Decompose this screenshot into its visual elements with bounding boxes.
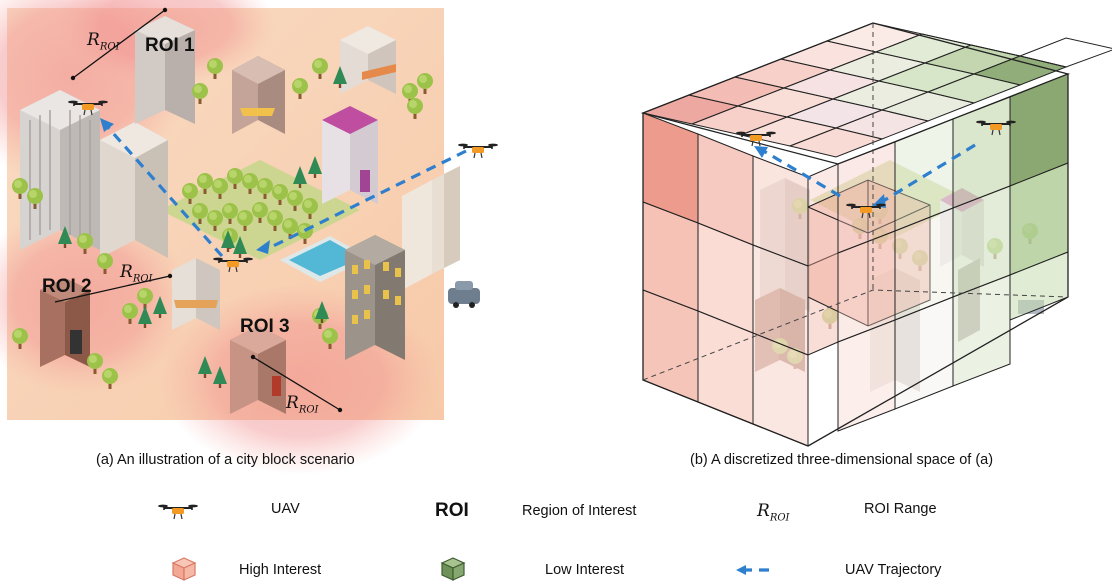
caption-b: (b) A discretized three-dimensional spac… <box>690 452 994 468</box>
legend-rroi-label: ROI Range <box>864 501 937 517</box>
legend-rroi-symbol: RROI <box>757 501 790 524</box>
roi3-range-line <box>252 356 341 411</box>
voxel-left-face <box>642 112 839 447</box>
tall-building-center <box>100 122 168 258</box>
house-top-mid <box>232 56 285 134</box>
roi1-range-line <box>72 9 166 79</box>
roi1-range-label: RROI <box>87 30 120 53</box>
legend-high-interest-label: High Interest <box>239 562 322 578</box>
roi2-range-label: RROI <box>120 262 153 285</box>
tall-building-left <box>20 90 100 250</box>
legend-high-interest-cube-icon <box>171 557 197 581</box>
legend-uav-label: UAV <box>271 501 300 517</box>
voxel-right-face <box>837 73 1069 432</box>
caption-a: (a) An illustration of a city block scen… <box>96 452 355 468</box>
roi2-range-line <box>54 275 171 303</box>
tower-roi1 <box>135 16 195 124</box>
panel-a-illustration <box>0 0 499 475</box>
legend-trajectory-label: UAV Trajectory <box>845 562 942 578</box>
panel-b-voxel-space <box>640 22 1112 447</box>
car <box>448 281 480 308</box>
roi3-label: ROI 3 <box>240 316 290 337</box>
yellow-window-building <box>345 235 405 360</box>
legend-uav-icon <box>157 503 199 520</box>
brick-house-roi2 <box>40 278 90 367</box>
legend-low-interest-label: Low Interest <box>545 562 624 578</box>
brick-house-roi3 <box>230 326 286 414</box>
legend-roi-symbol: ROI <box>435 500 469 521</box>
roi2-label: ROI 2 <box>42 276 92 297</box>
roi1-label: ROI 1 <box>145 35 195 56</box>
roi3-range-label: RROI <box>286 393 319 416</box>
pink-house <box>322 106 378 204</box>
legend-low-interest-cube-icon <box>440 557 466 581</box>
voxel-top-face <box>641 22 1112 158</box>
uav-trajectory-a <box>103 122 467 258</box>
legend-roi-label: Region of Interest <box>522 503 637 519</box>
uav-trajectory-b <box>761 143 976 205</box>
beige-building-right <box>402 166 460 290</box>
legend-trajectory-arrow-icon <box>736 565 772 575</box>
shop-bottom-center <box>172 258 220 330</box>
house-top-right <box>340 26 396 94</box>
